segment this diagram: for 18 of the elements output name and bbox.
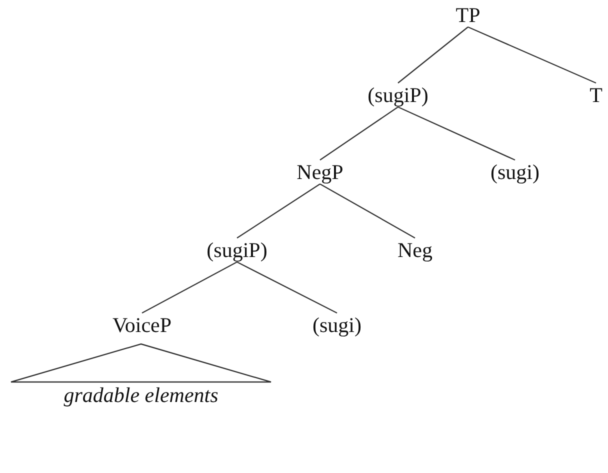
tree-branch	[320, 183, 416, 239]
tree-branch	[320, 106, 398, 160]
tree-branch	[398, 106, 516, 161]
tree-branch	[236, 184, 320, 238]
tree-node-label: Neg	[398, 238, 432, 262]
tree-node-label: (sugi)	[312, 313, 362, 337]
tree-node-label: T	[590, 83, 602, 107]
tree-node-label: TP	[456, 3, 480, 27]
terminal-label: gradable elements	[64, 383, 218, 407]
tree-node-label: (sugiP)	[206, 238, 268, 262]
tree-branch	[468, 26, 596, 84]
tree-branch	[142, 261, 238, 314]
tree-node-label: (sugi)	[490, 160, 540, 184]
tree-node-label: (sugiP)	[368, 83, 428, 107]
tree-node-label: NegP	[296, 160, 344, 184]
tree-branch	[236, 261, 338, 314]
tree-branch	[398, 26, 468, 84]
tree-node-label: VoiceP	[112, 313, 172, 337]
